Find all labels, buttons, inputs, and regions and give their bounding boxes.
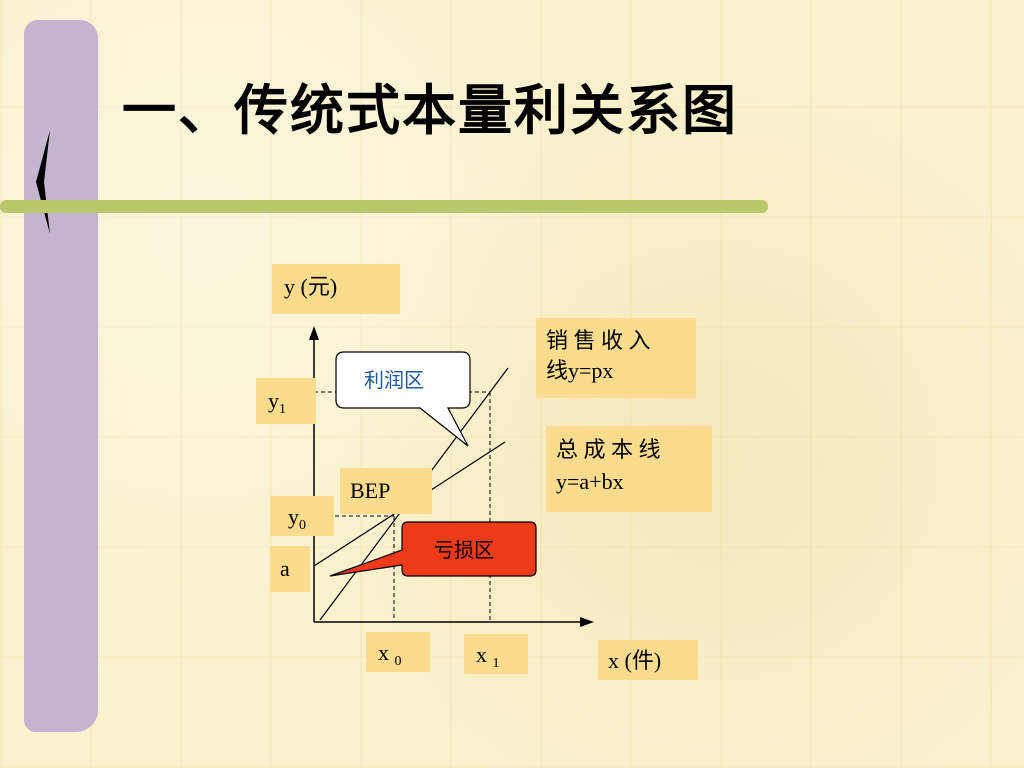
side-decoration-bar (24, 20, 98, 732)
x0-label: x 0 (366, 632, 430, 672)
x-axis-title: x (件) (598, 640, 698, 680)
a-label: a (270, 546, 310, 592)
loss-region-label: 亏损区 (434, 538, 494, 562)
x1-label: x 1 (464, 634, 528, 674)
total-cost-legend: 总 成 本 线 y=a+bx (546, 426, 712, 512)
loss-region-callout (329, 521, 537, 577)
title-underline (0, 200, 768, 213)
y1-label: y1 (256, 378, 316, 424)
sales-revenue-legend-line1: 销 售 收 入 (546, 328, 651, 353)
bep-label: BEP (340, 468, 432, 514)
sales-revenue-legend-line2: 线y=px (546, 358, 614, 383)
y-axis-title: y (元) (272, 264, 400, 314)
slide-title: 一、传统式本量利关系图 (122, 79, 738, 142)
x-axis-arrow (580, 617, 594, 627)
y-axis-arrow (309, 326, 319, 340)
sales-revenue-legend: 销 售 收 入 线y=px (536, 318, 696, 398)
profit-region-label: 利润区 (364, 368, 424, 392)
profit-region-callout (335, 351, 471, 447)
total-cost-legend-line1: 总 成 本 线 (556, 437, 661, 462)
y0-label: y0 (270, 496, 334, 536)
total-cost-legend-line2: y=a+bx (556, 469, 624, 494)
